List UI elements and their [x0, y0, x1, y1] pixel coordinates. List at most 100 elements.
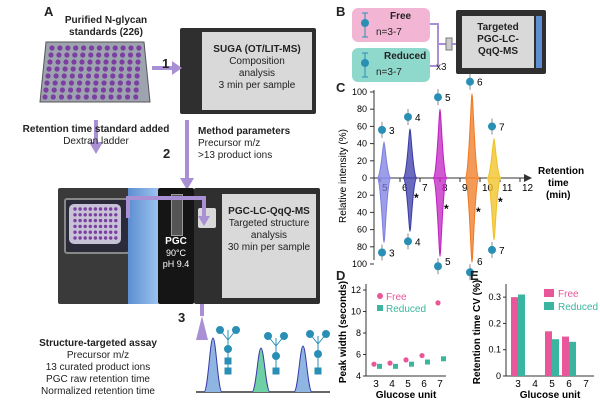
free-box: Free n=3-7 — [352, 8, 430, 42]
d-point-reduced — [393, 363, 398, 369]
plate-well — [46, 66, 52, 72]
reduced-label: Reduced — [384, 51, 427, 62]
lc-instrument — [58, 188, 158, 304]
plate-well — [109, 80, 115, 86]
tray-well — [88, 224, 92, 229]
c-peak-reduced — [432, 177, 448, 257]
plate-well — [85, 73, 92, 79]
panel-a-letter: A — [44, 4, 54, 19]
tray-well — [109, 207, 113, 211]
c-xlabel-2: time — [548, 178, 569, 189]
d-point-reduced — [409, 361, 414, 367]
suga-line2: analysis — [238, 68, 276, 79]
plate-well — [134, 73, 140, 79]
plate-well — [108, 94, 114, 100]
glycan-icon-3 — [306, 330, 330, 375]
d-points — [371, 300, 446, 369]
plate-well — [134, 80, 140, 86]
step-1: 1 — [162, 56, 170, 71]
plate-well — [67, 94, 73, 100]
c-xlabel-3: (min) — [546, 190, 570, 201]
e-xtick-label: 7 — [583, 379, 589, 390]
panel-c-chart: Relative intensity (%) 10080604020020406… — [338, 73, 584, 281]
plate-well — [134, 66, 141, 72]
plate-well — [127, 59, 133, 65]
tray-well — [93, 207, 98, 211]
plate-well — [65, 45, 71, 51]
multiplier: x3 — [436, 62, 447, 73]
tray-well — [98, 213, 103, 217]
c-xtick-label: 9 — [462, 183, 468, 194]
tray-well — [103, 224, 108, 229]
plate-well — [135, 52, 142, 58]
tray-well — [114, 218, 118, 223]
tray-well — [83, 230, 87, 234]
plate-well — [44, 80, 50, 86]
target-line1: Targeted — [477, 22, 519, 33]
c-xtick-label: 10 — [482, 183, 494, 194]
e-xtick-label: 6 — [566, 379, 572, 390]
target-line3: QqQ-MS — [478, 46, 518, 57]
e-legend-reduced-marker — [544, 302, 554, 310]
plate-well — [61, 73, 67, 79]
pgc-box-line3: 30 min per sample — [227, 242, 311, 253]
reduced-n: n=3-7 — [376, 67, 402, 78]
d-point-reduced — [441, 356, 446, 362]
plate-well — [63, 59, 69, 65]
e-bar-free — [545, 331, 552, 376]
c-ytick-label: 0 — [362, 173, 367, 183]
tray-well — [88, 236, 92, 240]
tray-well — [83, 218, 87, 223]
plate-well — [49, 45, 55, 51]
plate-well — [96, 45, 102, 51]
e-bar-reduced — [569, 341, 576, 376]
c-ytick-label: 80 — [357, 104, 367, 114]
panel-c-letter: C — [336, 80, 346, 95]
e-legend-free-marker — [544, 289, 554, 297]
d-ytick-label: 8 — [356, 328, 361, 338]
d-point-free — [435, 300, 441, 306]
plate-well — [96, 52, 102, 58]
suga-box: SUGA (OT/LIT-MS) Composition analysis 3 … — [202, 32, 312, 110]
d-legend: Free Reduced — [377, 292, 426, 315]
tray-well — [78, 224, 82, 229]
c-xtick-label: 7 — [422, 183, 428, 194]
plate-well — [112, 45, 118, 51]
plate-well — [50, 94, 56, 100]
pgc-column — [171, 194, 183, 236]
plate-well — [128, 45, 134, 51]
plate-well — [88, 52, 94, 58]
tray-well — [109, 224, 113, 229]
c-glycan-top-icon — [404, 112, 412, 121]
plate-well — [55, 59, 61, 65]
e-xtick-label: 3 — [515, 379, 521, 390]
c-xtick-label: 6 — [402, 183, 408, 194]
e-xtick-label: 5 — [549, 379, 555, 390]
d-xlabel: Glucose unit — [376, 390, 437, 400]
free-glycan-icon — [361, 12, 369, 38]
e-bar-free — [562, 336, 569, 376]
sample-tray — [69, 204, 121, 244]
plate-well — [104, 52, 110, 58]
suga-title: SUGA (OT/LIT-MS) — [213, 44, 301, 55]
c-xtick-label: 11 — [502, 183, 513, 194]
plate-well — [104, 45, 110, 51]
panel-e-letter: E — [470, 268, 479, 283]
d-ytick-label: 6 — [356, 350, 361, 360]
plate-well — [87, 59, 93, 65]
tray-well — [109, 230, 113, 234]
plate-well — [62, 66, 68, 72]
e-bars — [511, 294, 576, 376]
c-peak-reduced — [402, 177, 418, 232]
plate-well — [133, 94, 139, 100]
plate-well — [94, 66, 100, 72]
c-glycan-top-icon — [378, 125, 386, 134]
plate-well — [102, 73, 108, 79]
tray-well — [78, 218, 82, 223]
c-peak-reduced — [376, 177, 392, 244]
plate-well — [83, 94, 89, 100]
plate-well — [80, 52, 86, 58]
plate-well — [48, 52, 54, 58]
plate-well — [56, 52, 62, 58]
